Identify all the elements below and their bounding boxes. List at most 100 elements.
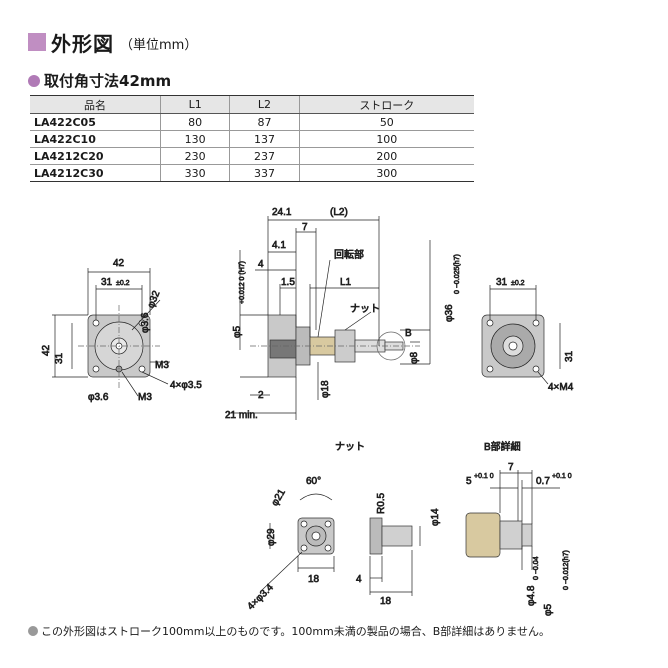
table-row: LA422C05 80 87 50 [30, 113, 474, 131]
bdetail-tol-5b: 0 −0.012(h7) [563, 550, 570, 590]
footnote: この外形図はストローク100mm以上のものです。100mm未満の製品の場合、B部… [28, 623, 550, 639]
rear-m4: 4×M4 [548, 382, 574, 393]
bullet-icon [28, 74, 40, 87]
dim-42-top: 42 [113, 258, 125, 269]
cell: 330 [159, 164, 230, 182]
section-header: 外形図 （単位mm） [28, 28, 197, 56]
b-detail-view [465, 470, 560, 570]
dim-1-5: 1.5 [281, 277, 295, 288]
dim-l1: L1 [340, 277, 352, 288]
bdetail-phi5: φ5 [543, 604, 554, 616]
dim-phi32: φ32 [146, 289, 163, 310]
nut-phi21: φ21 [270, 487, 289, 508]
dim-phi36-front: φ3.6 [140, 312, 151, 333]
label-nut: ナット [350, 303, 380, 315]
cell: LA4212C20 [30, 147, 161, 165]
bdetail-dim-7: 7 [508, 462, 514, 473]
cell: 50 [298, 113, 474, 131]
label-m3b: M3 [138, 392, 152, 403]
spec-table: 品名 L1 L2 ストローク LA422C05 80 87 50 LA422C1… [30, 95, 474, 182]
nut-views [261, 493, 421, 596]
nut-title: ナット [335, 441, 365, 453]
nut-dim-18: 18 [308, 574, 320, 585]
rear-dim-31: 31 [496, 277, 508, 288]
dim-phi5: φ5 [232, 326, 243, 338]
mount-hole [138, 365, 146, 373]
subsection-title: 取付角寸法42mm [44, 72, 172, 90]
dim-7: 7 [302, 222, 308, 233]
header-marker [28, 33, 46, 51]
bdetail-tol-5: +0.1 0 [474, 473, 494, 480]
mount-hole [92, 365, 100, 373]
body-section [269, 339, 299, 359]
rear-tol: ±0.2 [511, 280, 525, 287]
bdetail-tol-07: +0.1 0 [552, 473, 572, 480]
dim-31-top: 31 [101, 277, 113, 288]
cell: 200 [298, 147, 474, 165]
nut-phi14: φ14 [430, 508, 441, 526]
nut-r05: R0.5 [376, 492, 387, 514]
col-header: 品名 [30, 95, 161, 114]
tol-phi36: 0 −0.025(h7) [454, 254, 461, 294]
dim-4-1: 4.1 [272, 240, 286, 251]
tol-31-top: ±0.2 [116, 280, 130, 287]
dim-phi36-side: φ36 [444, 304, 455, 322]
dim-2: 2 [258, 390, 264, 401]
col-header: L2 [229, 95, 300, 114]
tol-phi5: +0.012 0 (H7) [239, 261, 246, 304]
dim-phi18: φ18 [320, 380, 331, 398]
dim-phi8: φ8 [409, 352, 420, 364]
nut-dim-4: 4 [356, 574, 362, 585]
cell: LA4212C30 [30, 164, 161, 182]
subsection-header: 取付角寸法42mm [28, 70, 171, 91]
table-row: LA4212C20 230 237 200 [30, 147, 474, 165]
label-rotor: 回転部 [334, 248, 364, 261]
bdetail-title: B部詳細 [484, 440, 521, 453]
cell: 237 [229, 147, 300, 165]
front-view [52, 268, 170, 397]
nut-phi29: φ29 [266, 528, 277, 546]
rear-dim-31-side: 31 [564, 350, 575, 362]
rear-bore [508, 341, 518, 351]
cell: 337 [229, 164, 300, 182]
label-holes: 4×φ3.5 [170, 380, 202, 391]
table-row: LA4212C30 330 337 300 [30, 164, 474, 182]
label-m3: M3 [155, 360, 169, 371]
cell: 100 [298, 130, 474, 148]
dim-phi36b: φ3.6 [88, 392, 109, 403]
side-view [228, 216, 431, 420]
cell: 300 [298, 164, 474, 182]
page-title: 外形図 [51, 31, 114, 56]
dim-31-left: 31 [54, 352, 65, 364]
table-row: LA422C10 130 137 100 [30, 130, 474, 148]
cell: 130 [159, 130, 230, 148]
bdetail-tol-48: 0 −0.04 [533, 556, 540, 580]
table-header-row: 品名 L1 L2 ストローク [30, 95, 474, 114]
dim-21min: 21 min. [225, 410, 258, 421]
nut-dim-18b: 18 [380, 596, 392, 607]
dim-4: 4 [258, 259, 264, 270]
cell: 230 [159, 147, 230, 165]
bdetail-phi48: φ4.8 [526, 585, 537, 606]
dim-42-left: 42 [41, 344, 52, 356]
cell: LA422C10 [30, 130, 161, 148]
shaft-side [354, 339, 386, 353]
footnote-bullet-icon [28, 626, 38, 636]
cell: 87 [229, 113, 300, 131]
cell: 80 [159, 113, 230, 131]
rear-view [481, 285, 561, 385]
footnote-text: この外形図はストローク100mm以上のものです。100mm未満の製品の場合、B部… [41, 625, 550, 638]
bdetail-dim-5: 5 [466, 476, 472, 487]
dim-24-1: 24.1 [272, 207, 292, 218]
nut-holes: 4×φ3.4 [246, 582, 277, 613]
bdetail-dim-07: 0.7 [536, 476, 550, 487]
label-b: B [405, 328, 412, 339]
mount-hole [92, 319, 100, 327]
col-header: L1 [159, 95, 230, 114]
col-header: ストローク [298, 95, 474, 114]
nut-60deg: 60° [306, 476, 321, 487]
dim-l2: (L2) [330, 207, 348, 218]
cell: 137 [229, 130, 300, 148]
cell: LA422C05 [30, 113, 161, 131]
